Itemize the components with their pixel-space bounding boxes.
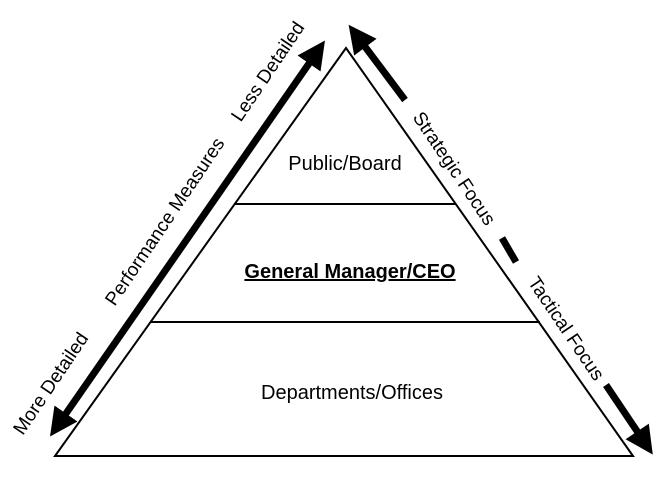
- left-label-less-detailed: Less Detailed: [228, 18, 310, 125]
- left-double-arrow: [50, 40, 325, 437]
- tier-label-departments: Departments/Offices: [261, 382, 443, 404]
- tier-label-public-board: Public/Board: [288, 153, 401, 175]
- tier-label-general-manager: General Manager/CEO: [244, 261, 455, 283]
- tactical-focus-arrow: [603, 383, 653, 455]
- focus-divider-dash: [498, 236, 520, 264]
- strategic-focus-arrow: [348, 24, 408, 103]
